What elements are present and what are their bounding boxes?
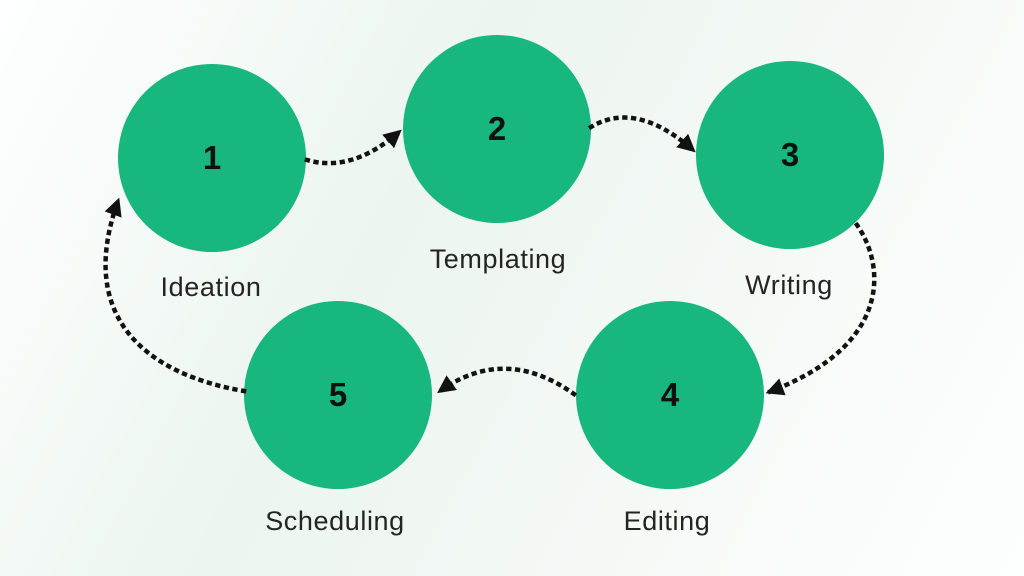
step-number-1: 1 <box>202 139 222 176</box>
step-circle-3: 3 <box>696 61 884 249</box>
step-circle-1: 1 <box>118 64 306 252</box>
step-label-writing: Writing <box>745 270 833 300</box>
step-label-ideation: Ideation <box>160 272 262 302</box>
step-circle-2: 2 <box>403 35 591 223</box>
arrow-3-to-4-icon <box>765 221 877 396</box>
step-number-3: 3 <box>780 136 800 173</box>
step-circle-4: 4 <box>576 301 764 489</box>
step-number-5: 5 <box>328 376 348 413</box>
step-label-scheduling: Scheduling <box>265 506 405 536</box>
step-circle-5: 5 <box>244 301 432 489</box>
step-label-templating: Templating <box>429 244 567 274</box>
arrow-2-to-3-icon <box>587 115 697 154</box>
step-number-2: 2 <box>487 110 507 147</box>
arrow-4-to-5-icon <box>436 366 578 398</box>
step-number-4: 4 <box>660 376 680 413</box>
arrow-1-to-2-icon <box>304 128 403 166</box>
step-label-editing: Editing <box>623 506 711 536</box>
